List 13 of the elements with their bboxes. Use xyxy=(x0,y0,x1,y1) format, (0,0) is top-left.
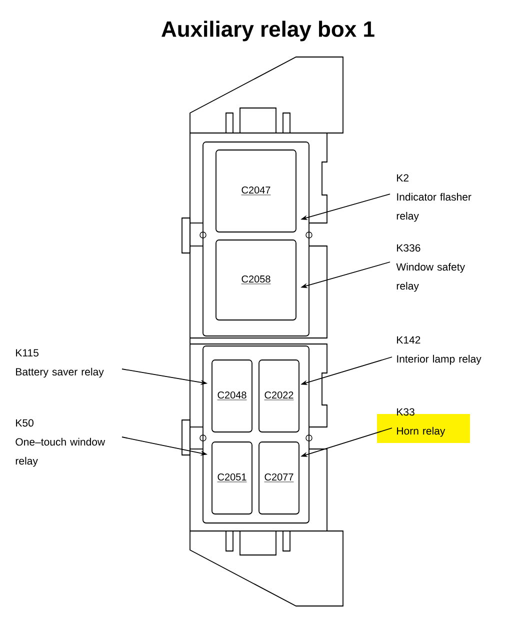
relay-label: K33 Horn relay xyxy=(397,408,446,437)
relay-box: C2047 xyxy=(216,150,296,232)
title: Auxiliary relay box 1 xyxy=(162,20,374,42)
relay-box: C2051 xyxy=(212,442,252,514)
relay-box: C2048 xyxy=(212,360,252,432)
relay-label: K2 Indicator flasher relay xyxy=(396,174,472,222)
relay-box: C2022 xyxy=(258,360,300,432)
relay-box: C2077 xyxy=(258,442,300,514)
relay-label: K115 Battery saver relay xyxy=(16,349,104,378)
relay-label: K50 One–touch window relay xyxy=(16,419,106,467)
relay-label: K142 Interior lamp relay xyxy=(397,336,482,365)
relay-label: K336 Window safety relay xyxy=(396,244,466,292)
relay-box: C2058 xyxy=(216,240,296,320)
